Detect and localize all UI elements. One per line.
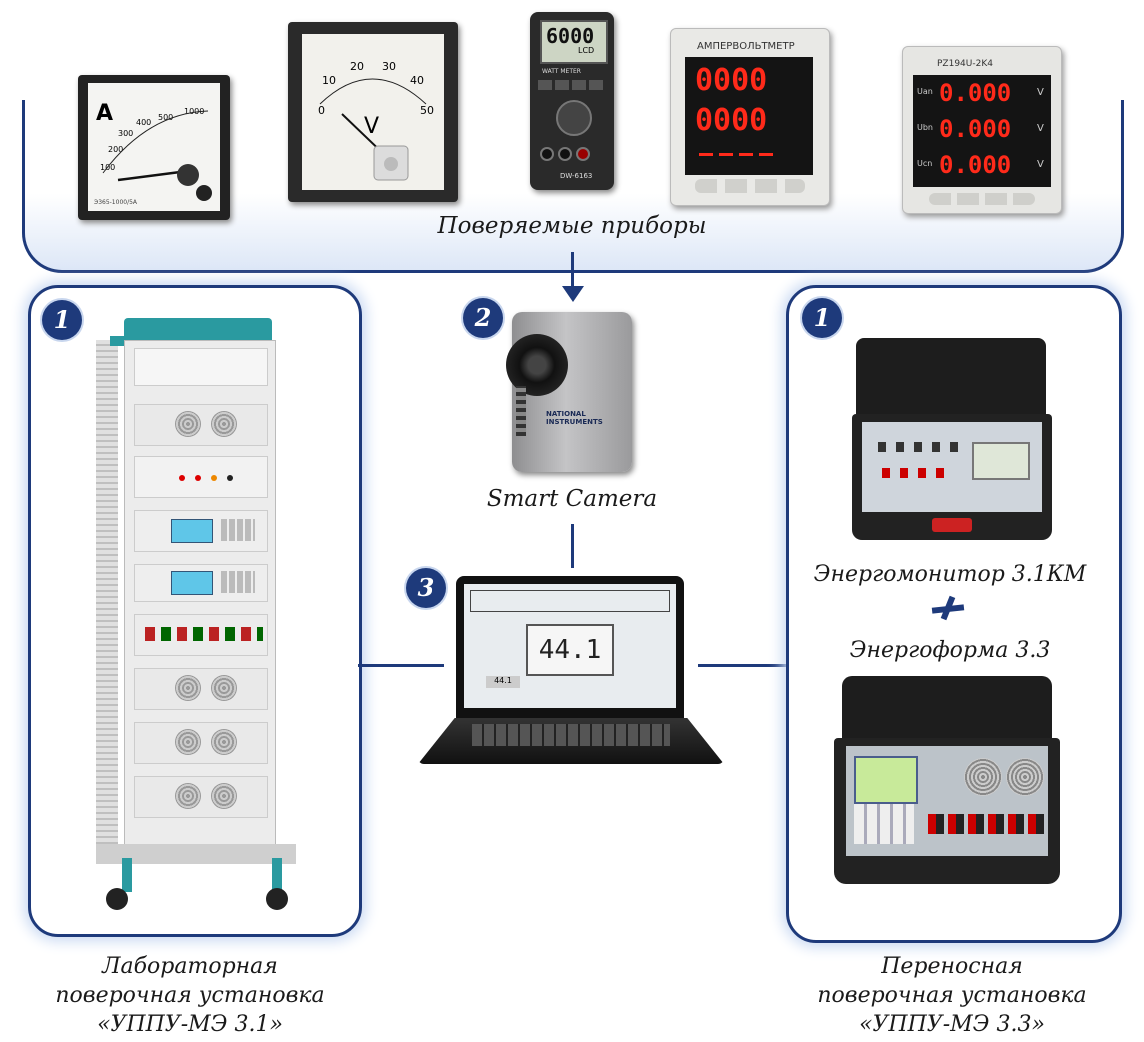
ampervoltmeter-device: АМПЕРВОЛЬТМЕТР 0000 0000 <box>670 28 830 206</box>
pz194u-unit-3: V <box>1037 159 1044 170</box>
laptop-small-field: 44.1 <box>486 676 520 688</box>
pz194u-row2: 0.000 <box>939 115 1012 143</box>
pz194u-row1: 0.000 <box>939 79 1012 107</box>
multimeter-device: 6000 LCD WATT METER DW-6163 <box>530 12 614 190</box>
pz194u-label-3: Ucn <box>917 159 933 168</box>
ammeter-scale-6: 1000 <box>184 107 205 116</box>
ampervoltmeter-row3 <box>699 153 779 156</box>
multimeter-title: WATT METER <box>542 68 581 75</box>
ammeter-scale-5: 500 <box>158 113 174 122</box>
lab-caption-3: «УППУ-МЭ 3.1» <box>97 1012 283 1037</box>
multimeter-display: 6000 <box>546 24 595 48</box>
lab-caption-2: поверочная установка <box>55 983 325 1008</box>
pz194u-buttons[interactable] <box>929 193 1035 205</box>
laptop-device: 44.1 44.1 <box>418 576 724 768</box>
lab-rack <box>96 318 300 918</box>
pz194u-device: PZ194U-2K4 Uan 0.000 V Ubn 0.000 V Ucn 0… <box>902 46 1062 214</box>
pz194u-unit-2: V <box>1037 123 1044 134</box>
camera-brand: NATIONAL INSTRUMENTS <box>546 410 603 426</box>
energomonitor-label: Энергомонитор 3.1КМ <box>813 562 1087 587</box>
ammeter-device: A 100 200 300 400 500 1000 Э365-1000/5А <box>78 75 230 220</box>
energomonitor-case <box>852 338 1052 546</box>
multimeter-display-sub: LCD <box>578 46 595 55</box>
laptop-screen-value: 44.1 <box>538 635 602 665</box>
voltmeter-scale-6: 50 <box>420 104 434 117</box>
ammeter-needle-icon <box>102 110 212 201</box>
lab-caption-1: Лабораторная <box>102 954 278 979</box>
ampervoltmeter-row1: 0000 <box>695 63 768 98</box>
voltmeter-letter: V <box>364 114 380 139</box>
multimeter-jacks <box>540 146 604 161</box>
voltmeter-scale-5: 40 <box>410 74 424 87</box>
pz194u-unit-1: V <box>1037 87 1044 98</box>
pz194u-label-2: Ubn <box>917 123 934 132</box>
voltmeter-device: 0 10 20 30 40 50 V <box>288 22 458 202</box>
ampervoltmeter-title: АМПЕРВОЛЬТМЕТР <box>697 41 795 52</box>
connector-left-laptop <box>358 664 444 667</box>
connector-laptop-right <box>698 664 788 667</box>
smart-camera-device: NATIONAL INSTRUMENTS <box>506 312 632 472</box>
portable-caption-3: «УППУ-МЭ 3.3» <box>859 1012 1045 1037</box>
camera-lens-icon <box>506 334 568 396</box>
ammeter-letter: A <box>96 101 114 126</box>
ammeter-scale-2: 200 <box>108 145 124 154</box>
connector-camera-laptop <box>571 524 574 568</box>
multimeter-model: DW-6163 <box>560 172 593 180</box>
ammeter-scale-3: 300 <box>118 129 134 138</box>
portable-caption-1: Переносная <box>881 954 1023 979</box>
multimeter-knob-icon <box>556 100 592 136</box>
voltmeter-scale-1: 0 <box>318 104 325 117</box>
connector-top <box>571 252 574 292</box>
ampervoltmeter-row2: 0000 <box>695 103 768 138</box>
portable-caption-2: поверочная установка <box>817 983 1087 1008</box>
voltmeter-scale-2: 10 <box>322 74 336 87</box>
portable-badge: 1 <box>802 298 842 338</box>
voltmeter-scale-3: 20 <box>350 60 364 73</box>
ammeter-scale-4: 400 <box>136 118 152 127</box>
pz194u-title: PZ194U-2K4 <box>937 59 993 69</box>
lab-setup-panel <box>28 285 362 937</box>
portable-setup-panel <box>786 285 1122 943</box>
top-caption: Поверяемые приборы <box>437 213 707 239</box>
laptop-screen-display: 44.1 <box>526 624 614 676</box>
energoforma-case <box>834 676 1060 888</box>
laptop-badge: 3 <box>406 568 446 608</box>
multimeter-buttons <box>538 80 606 90</box>
voltmeter-scale-4: 30 <box>382 60 396 73</box>
ampervoltmeter-buttons[interactable] <box>695 179 805 193</box>
pz194u-row3: 0.000 <box>939 151 1012 179</box>
ammeter-model: Э365-1000/5А <box>94 199 138 206</box>
pz194u-label-1: Uan <box>917 87 933 96</box>
plus-icon <box>931 595 965 621</box>
camera-badge: 2 <box>463 298 503 338</box>
camera-caption: Smart Camera <box>486 486 658 512</box>
arrow-down-icon <box>562 286 584 302</box>
lab-badge: 1 <box>42 300 82 340</box>
energoforma-label: Энергоформа 3.3 <box>849 638 1051 663</box>
voltmeter-needle-icon <box>319 78 427 181</box>
